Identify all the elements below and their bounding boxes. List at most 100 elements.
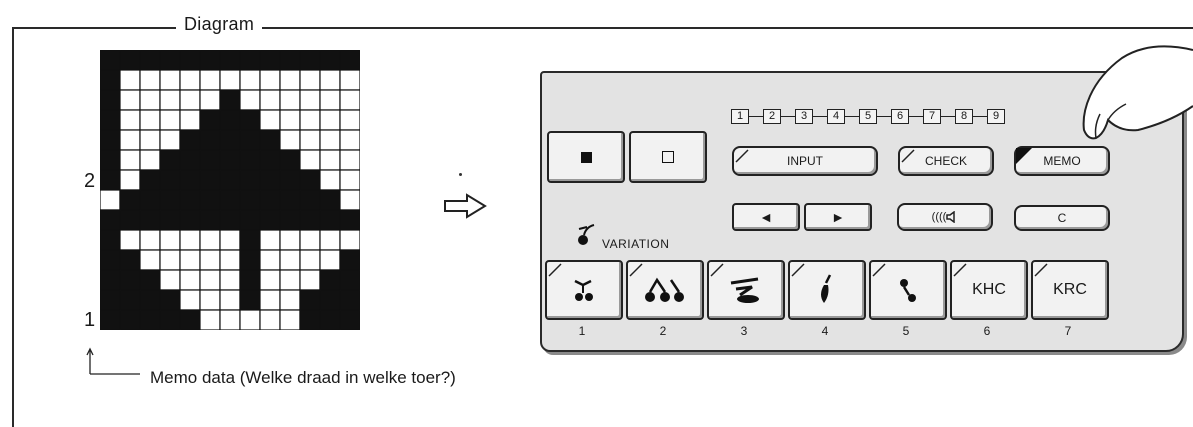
grid-cell xyxy=(339,169,360,191)
row-label-1: 1 xyxy=(84,309,96,331)
grid-cell xyxy=(179,169,201,191)
number-key[interactable]: 5 xyxy=(859,108,891,124)
sound-key-number: 1 xyxy=(578,324,586,338)
grid-cell xyxy=(239,189,261,211)
sound-key-5[interactable] xyxy=(869,260,947,320)
right-arrow-button[interactable]: ► xyxy=(804,203,872,231)
grid-cell xyxy=(159,149,181,171)
grid-cell xyxy=(199,129,221,151)
grid-cell xyxy=(339,309,360,330)
sound-key-4[interactable] xyxy=(788,260,866,320)
grid-cell xyxy=(319,209,341,231)
number-key[interactable]: 1 xyxy=(731,108,763,124)
grid-cell xyxy=(100,249,121,271)
grid-cell xyxy=(159,289,181,311)
grid-cell xyxy=(259,269,281,291)
grid-cell xyxy=(199,50,221,71)
grid-cell xyxy=(259,169,281,191)
corner-slash-icon xyxy=(901,149,915,163)
grid-cell xyxy=(219,129,241,151)
grid-cell xyxy=(279,209,301,231)
grid-cell xyxy=(279,229,301,251)
grid-cell xyxy=(259,129,281,151)
grid-cell xyxy=(159,249,181,271)
grid-cell xyxy=(199,89,221,111)
sound-key-number: 4 xyxy=(821,324,829,338)
grid-cell xyxy=(279,289,301,311)
grid-cell xyxy=(299,229,321,251)
grid-cell xyxy=(219,50,241,71)
grid-cell xyxy=(100,189,121,211)
black-square-icon xyxy=(580,151,592,163)
grid-cell xyxy=(139,309,161,330)
number-key[interactable]: 2 xyxy=(763,108,795,124)
sound-key-3[interactable] xyxy=(707,260,785,320)
grid-cell xyxy=(100,50,121,71)
grid-cell xyxy=(100,129,121,151)
grid-cell xyxy=(119,50,141,71)
sound-key-1[interactable] xyxy=(545,260,623,320)
speaker-button[interactable]: (((( xyxy=(897,203,993,231)
grid-cell xyxy=(119,129,141,151)
grid-cell xyxy=(199,289,221,311)
grid-cell xyxy=(199,249,221,271)
clear-button[interactable]: C xyxy=(1014,205,1110,231)
grid-cell xyxy=(219,249,241,271)
black-square-button[interactable] xyxy=(547,131,625,183)
grid-cell xyxy=(279,149,301,171)
grid-cell xyxy=(299,289,321,311)
sound-key-6[interactable]: KHC xyxy=(950,260,1028,320)
grid-cell xyxy=(319,50,341,71)
grid-cell xyxy=(119,109,141,131)
grid-cell xyxy=(159,209,181,231)
grid-cell xyxy=(119,209,141,231)
grid-cell xyxy=(239,309,261,330)
grid-cell xyxy=(319,249,341,271)
grid-cell xyxy=(139,149,161,171)
grid-cell xyxy=(339,269,360,291)
grid-cell xyxy=(319,109,341,131)
white-square-button[interactable] xyxy=(629,131,707,183)
grid-cell xyxy=(339,50,360,71)
grid-cell xyxy=(239,289,261,311)
grid-cell xyxy=(339,249,360,271)
corner-triangle-icon xyxy=(1016,148,1032,164)
number-key[interactable]: 3 xyxy=(795,108,827,124)
number-key[interactable]: 6 xyxy=(891,108,923,124)
sound-key-7[interactable]: KRC xyxy=(1031,260,1109,320)
grid-cell xyxy=(299,249,321,271)
grid-cell xyxy=(319,189,341,211)
grid-cell xyxy=(100,289,121,311)
grid-cell xyxy=(279,169,301,191)
grid-cell xyxy=(100,209,121,231)
grid-cell xyxy=(199,189,221,211)
grid-cell xyxy=(179,69,201,91)
grid-cell xyxy=(119,309,141,330)
maracas-icon xyxy=(900,279,916,302)
grid-cell xyxy=(100,269,121,291)
grid-cell xyxy=(159,269,181,291)
memo-button[interactable]: MEMO xyxy=(1014,146,1110,176)
input-button[interactable]: INPUT xyxy=(732,146,878,176)
grid-cell xyxy=(199,109,221,131)
grid-cell xyxy=(159,69,181,91)
row-label-2: 2 xyxy=(84,170,96,192)
grid-cell xyxy=(100,89,121,111)
grid-cell xyxy=(239,169,261,191)
grid-cell xyxy=(339,149,360,171)
grid-cell xyxy=(219,229,241,251)
number-key[interactable]: 7 xyxy=(923,108,955,124)
grid-cell xyxy=(319,129,341,151)
check-button[interactable]: CHECK xyxy=(898,146,994,176)
number-key[interactable]: 4 xyxy=(827,108,859,124)
grid-cell xyxy=(119,69,141,91)
grid-cell xyxy=(159,229,181,251)
number-key[interactable]: 9 xyxy=(987,108,1019,124)
sound-key-2[interactable] xyxy=(626,260,704,320)
grid-cell xyxy=(139,89,161,111)
grid-cell xyxy=(179,289,201,311)
grid-cell xyxy=(339,229,360,251)
sound-key-number: 7 xyxy=(1064,324,1072,338)
number-key[interactable]: 8 xyxy=(955,108,987,124)
left-arrow-button[interactable]: ◄ xyxy=(732,203,800,231)
